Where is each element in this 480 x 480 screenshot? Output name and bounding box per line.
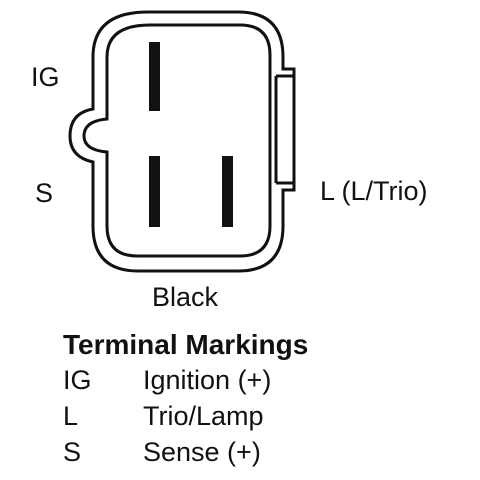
- legend-code: IG: [63, 365, 92, 395]
- connector-color-label: Black: [152, 282, 219, 312]
- legend-row: IG Ignition (+): [63, 367, 443, 403]
- terminal-legend: Terminal Markings IG Ignition (+) L Trio…: [63, 331, 443, 475]
- legend-description: Sense (+): [143, 437, 261, 467]
- connector-housing-outer: [68, 10, 296, 273]
- legend-description: Trio/Lamp: [143, 401, 264, 431]
- terminal-l: [222, 156, 233, 227]
- legend-row: S Sense (+): [63, 439, 443, 475]
- legend-code: L: [63, 401, 79, 431]
- legend-row: L Trio/Lamp: [63, 403, 443, 439]
- terminal-ig: [149, 42, 160, 111]
- legend-code: S: [63, 437, 82, 467]
- connector-housing-inner: [82, 23, 272, 258]
- legend-description: Ignition (+): [143, 365, 272, 395]
- pin-label-s: S: [35, 178, 54, 208]
- pin-label-l: L (L/Trio): [320, 176, 428, 206]
- pin-label-ig: IG: [31, 62, 60, 92]
- legend-title: Terminal Markings: [63, 329, 309, 360]
- terminal-s: [149, 156, 160, 227]
